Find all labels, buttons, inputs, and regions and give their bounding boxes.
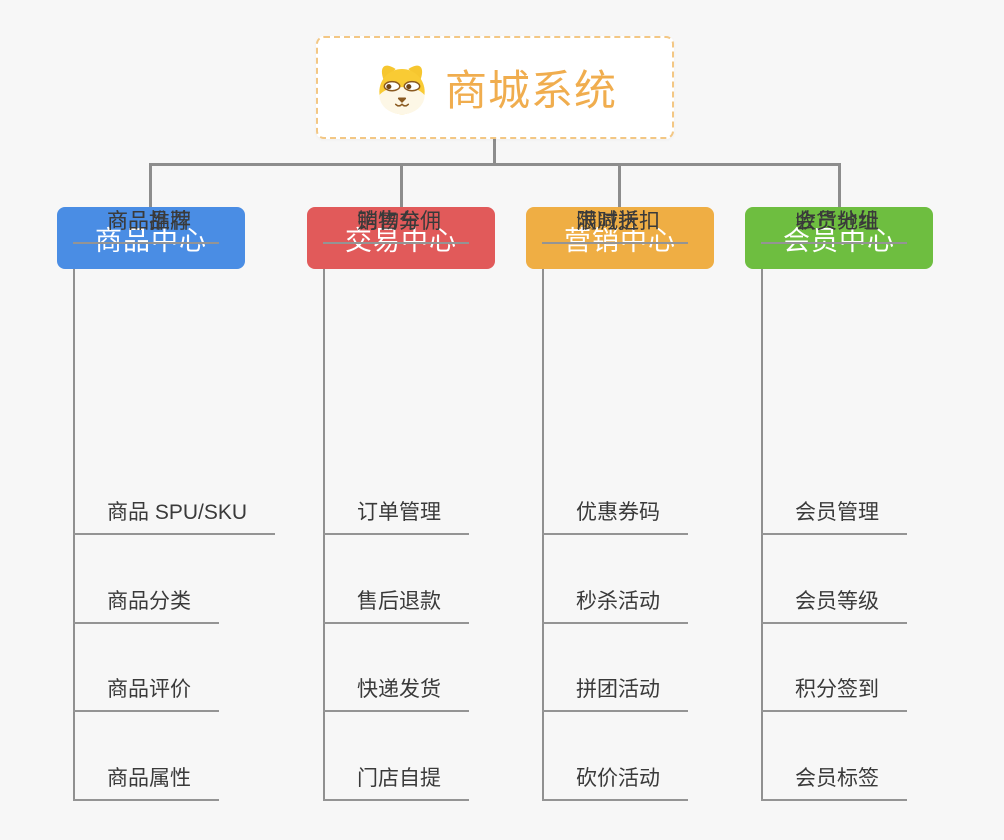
mindmap-item[interactable]: 会员等级 bbox=[761, 587, 907, 624]
mindmap-item[interactable]: 商品 SPU/SKU bbox=[73, 498, 276, 535]
connector-drop-marketing bbox=[618, 163, 621, 207]
branch-product-center: 商品中心 商品 SPU/SKU 商品分类 商品评价 商品属性 商品推荐 商品品牌 bbox=[57, 207, 307, 807]
mindmap-item[interactable]: 订单管理 bbox=[323, 498, 469, 535]
branch-node-trade-center[interactable]: 交易中心 bbox=[307, 207, 495, 269]
connector-drop-member bbox=[838, 163, 841, 207]
branch-member-center: 会员中心 会员管理 会员等级 积分签到 会员标签 会员分组 收货地址 bbox=[745, 207, 995, 807]
mindmap-item[interactable]: 拼团活动 bbox=[542, 675, 688, 712]
mindmap-item[interactable]: 快递发货 bbox=[323, 675, 469, 712]
branch-spine bbox=[73, 269, 75, 801]
connector-drop-product bbox=[149, 163, 152, 207]
mindmap-item[interactable]: 商品评价 bbox=[73, 675, 219, 712]
mindmap-item[interactable]: 秒杀活动 bbox=[542, 587, 688, 624]
connector-root-stub bbox=[493, 139, 496, 165]
mindmap-item[interactable]: 售后退款 bbox=[323, 587, 469, 624]
mindmap-item[interactable]: 满减送 bbox=[542, 207, 667, 244]
mindmap-item[interactable]: 砍价活动 bbox=[542, 764, 688, 801]
branch-marketing-center: 营销中心 优惠券码 秒杀活动 拼团活动 砍价活动 限时折扣 满减送 bbox=[526, 207, 776, 807]
root-title: 商城系统 bbox=[444, 67, 617, 114]
mindmap-item[interactable]: 会员标签 bbox=[761, 764, 907, 801]
mindmap-item[interactable]: 销售分佣 bbox=[323, 207, 469, 244]
mindmap-item[interactable]: 商品分类 bbox=[73, 587, 219, 624]
mindmap-item[interactable]: 商品属性 bbox=[73, 764, 219, 801]
connector-horizontal-line bbox=[149, 163, 841, 166]
branch-node-marketing-center[interactable]: 营销中心 bbox=[526, 207, 714, 269]
branch-spine bbox=[761, 269, 763, 801]
mindmap-item[interactable]: 优惠券码 bbox=[542, 498, 688, 535]
branch-node-member-center[interactable]: 会员中心 bbox=[745, 207, 933, 269]
mindmap-item[interactable]: 商品品牌 bbox=[73, 207, 219, 244]
mindmap-item[interactable]: 积分签到 bbox=[761, 675, 907, 712]
mindmap-item[interactable]: 收货地址 bbox=[761, 207, 907, 244]
mindmap-item[interactable]: 门店自提 bbox=[323, 764, 469, 801]
branch-spine bbox=[323, 269, 325, 801]
branch-spine bbox=[542, 269, 544, 801]
branch-node-product-center[interactable]: 商品中心 bbox=[57, 207, 245, 269]
mindmap-item[interactable]: 会员管理 bbox=[761, 498, 907, 535]
shiba-dog-icon bbox=[379, 65, 425, 114]
branch-trade-center: 交易中心 订单管理 售后退款 快递发货 门店自提 购物车 销售分佣 bbox=[307, 207, 557, 807]
root-node[interactable]: 商城系统 bbox=[316, 36, 674, 139]
connector-drop-trade bbox=[400, 163, 403, 207]
